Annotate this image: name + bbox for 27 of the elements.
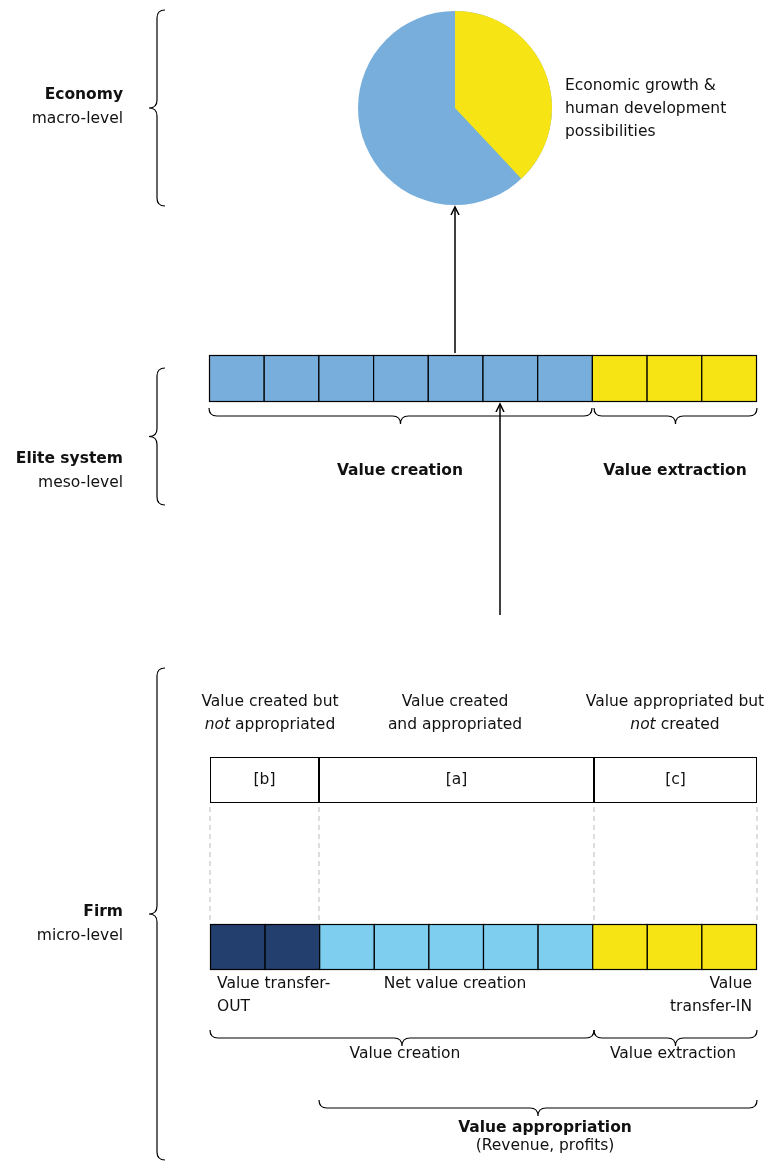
brace-label: Value creation	[348, 1043, 462, 1064]
segment-label: Net value creation	[382, 973, 528, 994]
pie-chart	[358, 11, 552, 205]
brace-label: Value extraction	[608, 1043, 738, 1064]
pie-caption: Economic growth & human development possibilities	[565, 75, 728, 142]
segmented-bar	[209, 355, 757, 402]
brace-label: Value extraction	[602, 460, 748, 481]
brace-label: (Revenue, profits)	[474, 1135, 616, 1156]
segmented-bar	[210, 924, 757, 970]
arrow	[495, 403, 505, 616]
category-heading: Value created and appropriated	[386, 691, 524, 735]
category-box: [a]	[319, 757, 594, 803]
level-title: Firm	[82, 901, 123, 922]
level-subtitle: macro-level	[30, 108, 123, 129]
level-subtitle: meso-level	[37, 472, 123, 493]
level-title: Economy	[43, 84, 123, 105]
category-box: [c]	[594, 757, 757, 803]
level-title: Elite system	[14, 448, 123, 469]
brace-label: Value creation	[335, 460, 465, 481]
category-heading: Value created but not appropriated	[200, 691, 340, 735]
arrow	[450, 206, 460, 354]
category-heading: Value appropriated but not created	[585, 691, 765, 735]
level-subtitle: micro-level	[35, 925, 123, 946]
segment-label: Value transfer-IN	[669, 973, 752, 1017]
brace-label: Value appropriation	[457, 1117, 633, 1138]
segment-label: Value transfer-OUT	[217, 973, 332, 1017]
category-box: [b]	[210, 757, 319, 803]
